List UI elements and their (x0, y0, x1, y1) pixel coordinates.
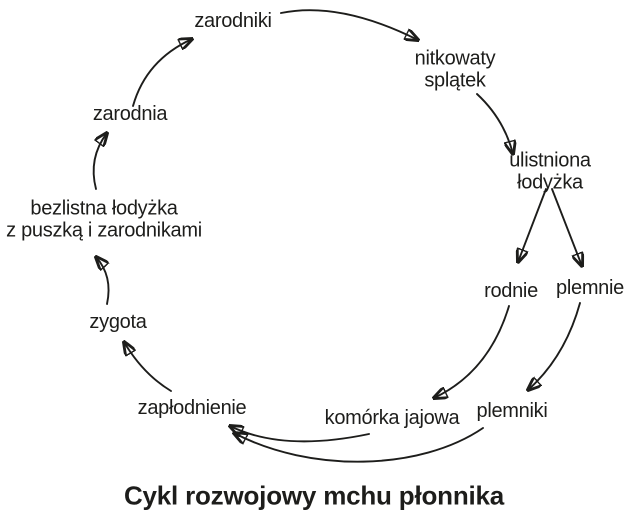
arrow-ulistniona-to-plemnie (551, 188, 582, 266)
arrow-rodnie-to-komorka-jajowa (434, 305, 510, 398)
node-ulistniona-lodyzka: ulistniona łodyżka (509, 149, 591, 194)
arrow-zygota-to-bezlistna (96, 257, 110, 305)
node-plemnie: plemnie (556, 276, 624, 299)
arrow-plemnie-to-plemniki (528, 302, 581, 390)
arrow-zaplodnienie-to-zygota (124, 342, 172, 392)
arrow-plemniki-to-zaplodnienie (234, 427, 484, 463)
diagram-title: Cykl rozwojowy mchu płonnika (123, 480, 505, 511)
arrow-bezlistna-to-zarodnia (92, 133, 107, 190)
arrow-ulistniona-to-rodnie (518, 188, 547, 262)
node-komorka-jajowa: komórka jajowa (324, 406, 460, 429)
arrow-zarodniki-to-splatek (280, 9, 418, 40)
arrow-splatek-to-ulistniona (476, 93, 513, 154)
node-nitkowaty-splatek: nitkowaty splątek (414, 47, 496, 92)
node-zaplodnienie: zapłodnienie (137, 396, 247, 419)
node-zygota: zygota (89, 310, 147, 333)
node-zarodniki: zarodniki (194, 9, 272, 32)
node-rodnie: rodnie (484, 279, 538, 302)
node-bezlistna-lodyzka: bezlistna łodyżka z puszką i zarodnikami (6, 197, 202, 242)
node-zarodnia: zarodnia (92, 102, 168, 125)
arrow-zarodnia-to-zarodniki (132, 39, 192, 107)
node-plemniki: plemniki (476, 399, 548, 422)
